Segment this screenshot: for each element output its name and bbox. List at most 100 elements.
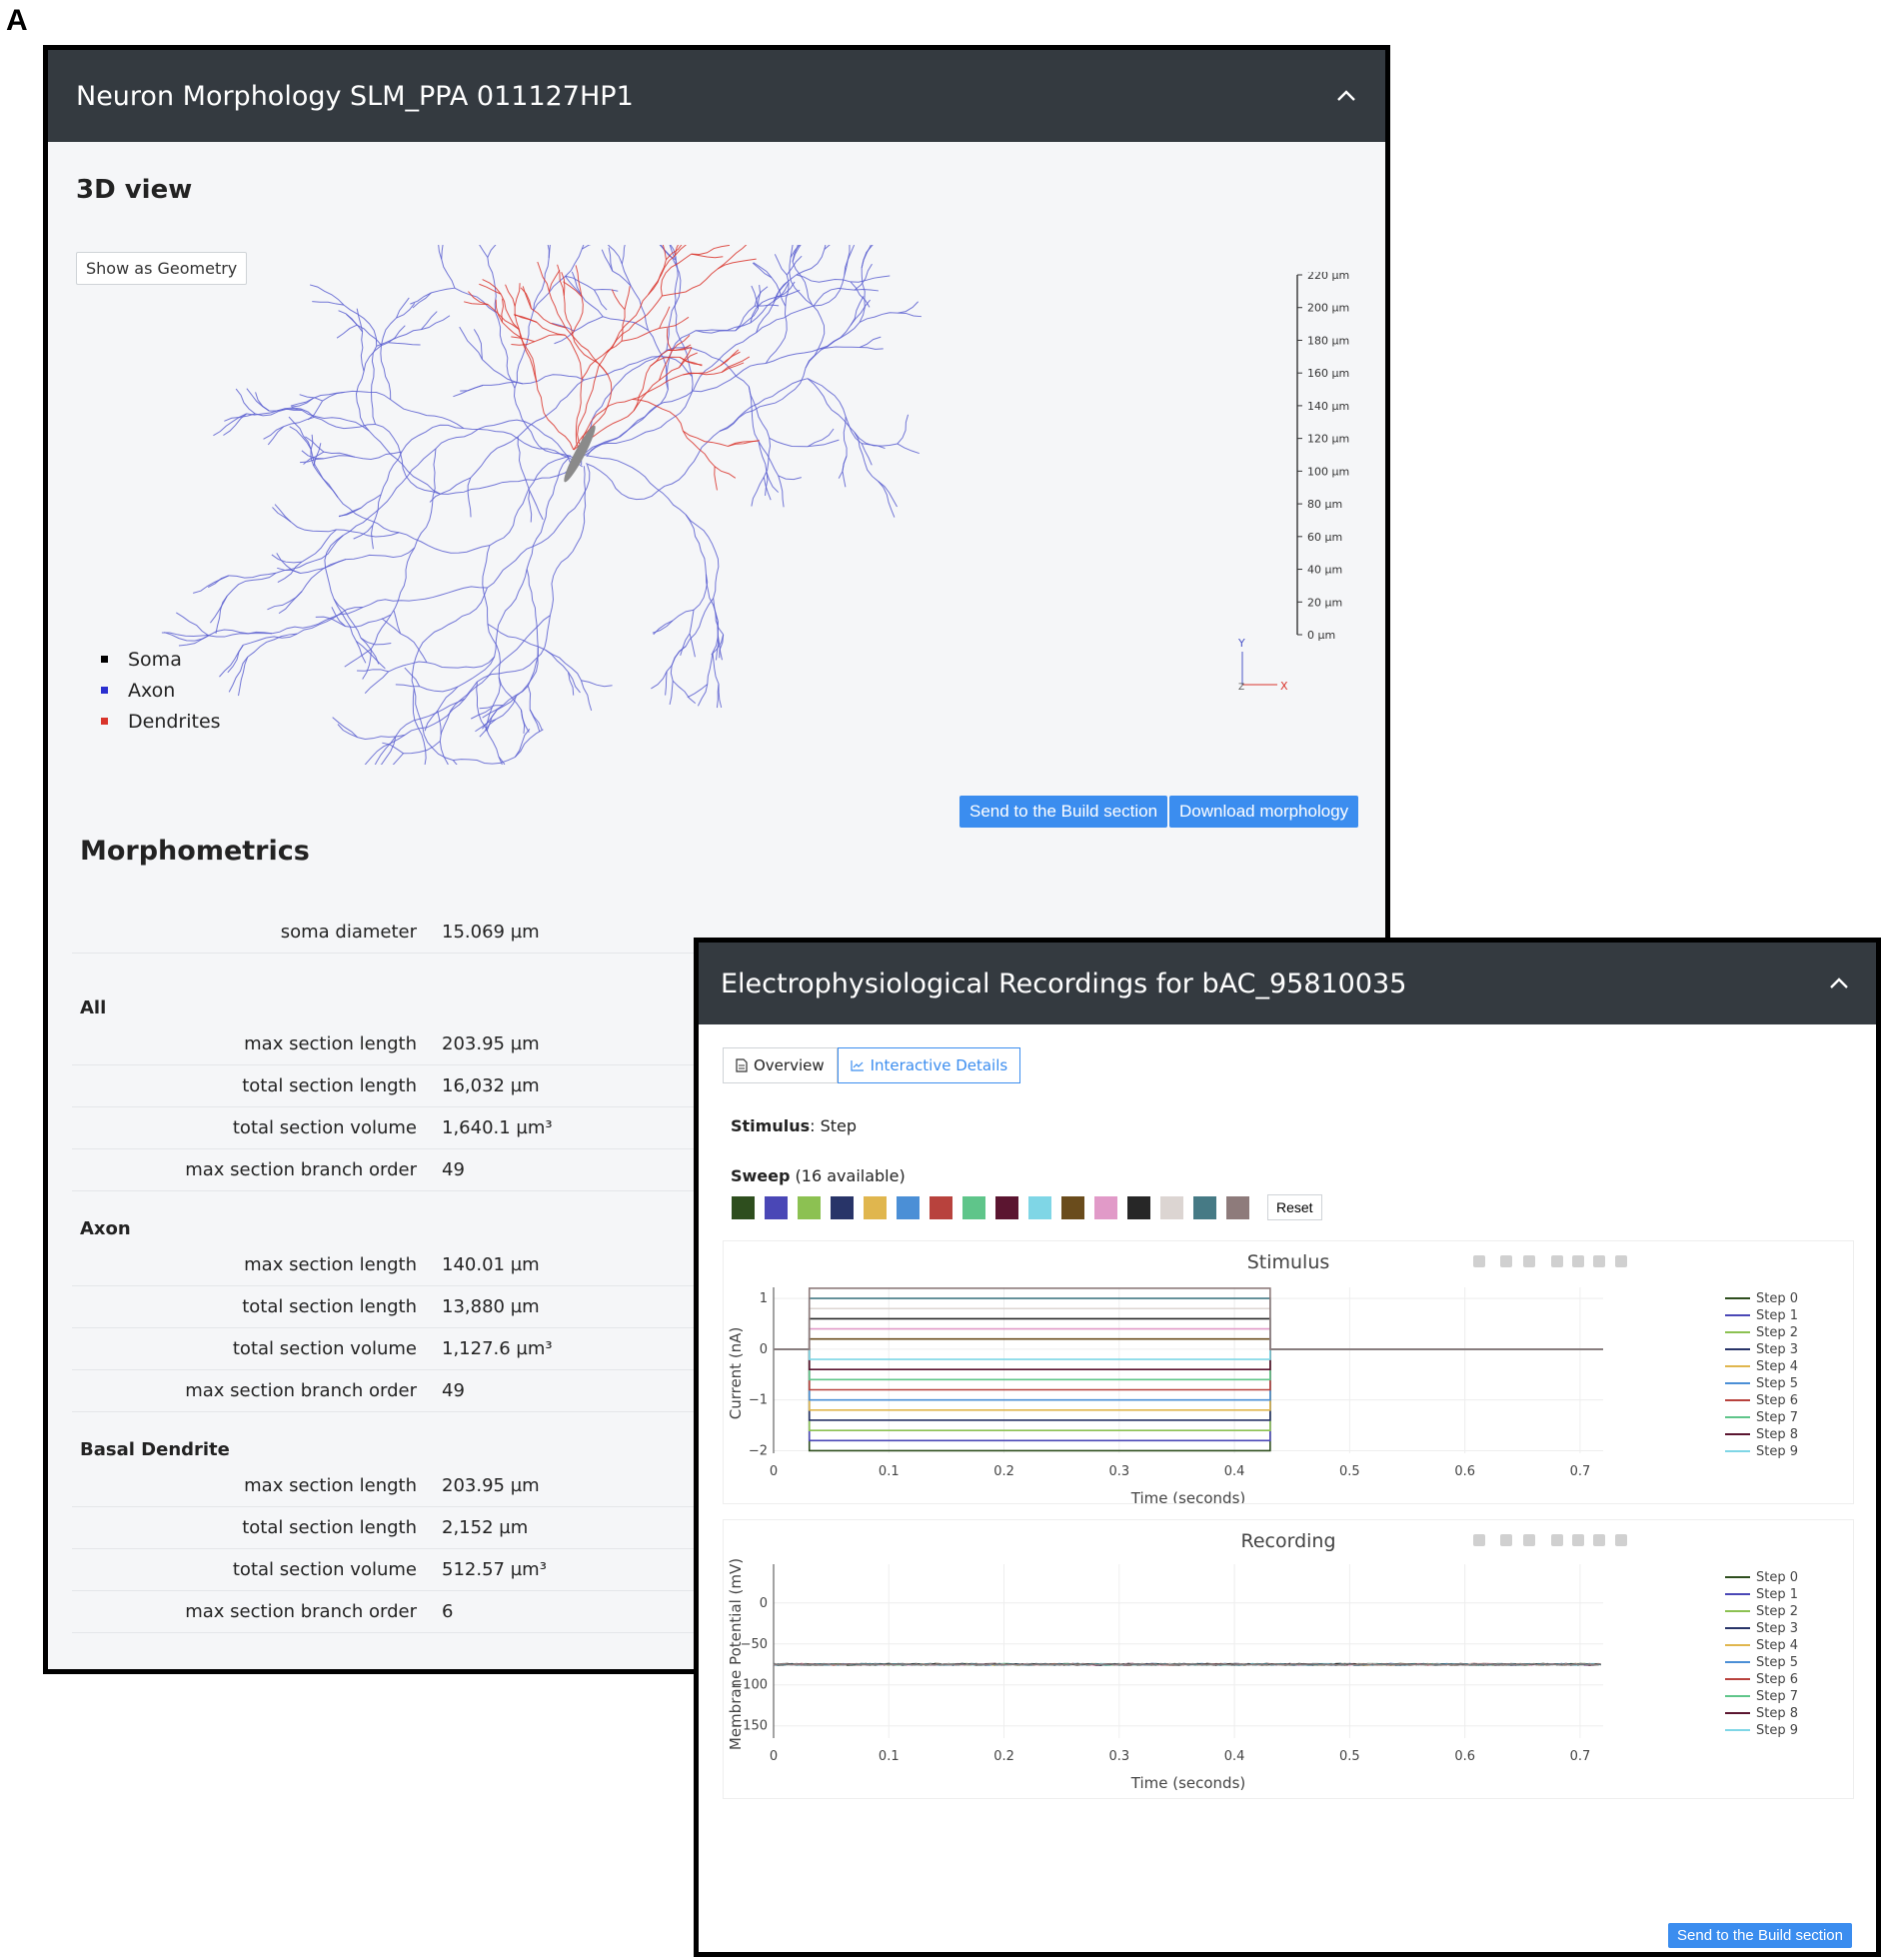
axon-branch bbox=[845, 416, 863, 444]
morphology-3d-view[interactable] bbox=[88, 245, 1097, 765]
legend-label[interactable]: Step 6 bbox=[1756, 1672, 1798, 1687]
axon-branch bbox=[580, 293, 604, 318]
legend-label[interactable]: Step 4 bbox=[1756, 1359, 1798, 1374]
sweep-swatch[interactable] bbox=[1160, 1195, 1183, 1219]
ephys-panel-header[interactable]: Electrophysiological Recordings for bAC_… bbox=[699, 943, 1876, 1024]
dendrite-branch bbox=[632, 374, 683, 400]
dendrite-branch bbox=[721, 356, 751, 373]
legend-label[interactable]: Step 6 bbox=[1756, 1393, 1798, 1408]
axon-branch bbox=[243, 633, 298, 646]
sweep-swatch[interactable] bbox=[864, 1195, 887, 1219]
chevron-up-icon[interactable] bbox=[1828, 973, 1850, 994]
axon-branch bbox=[498, 677, 522, 711]
legend-label[interactable]: Step 3 bbox=[1756, 1342, 1798, 1357]
metric-key: max section branch order bbox=[185, 1601, 417, 1622]
download-morphology-button[interactable]: Download morphology bbox=[1169, 796, 1359, 828]
axon-branch bbox=[565, 249, 583, 277]
autoscale-icon[interactable] bbox=[1593, 1534, 1605, 1546]
legend-label[interactable]: Step 5 bbox=[1756, 1655, 1798, 1670]
axon-branch bbox=[404, 667, 421, 687]
show-geometry-button[interactable]: Show as Geometry bbox=[76, 252, 248, 285]
tab-overview[interactable]: Overview bbox=[723, 1047, 838, 1083]
axon-branch bbox=[301, 559, 347, 592]
legend-label[interactable]: Step 9 bbox=[1756, 1444, 1798, 1459]
metric-key: soma diameter bbox=[280, 922, 417, 943]
home-icon[interactable] bbox=[1615, 1255, 1627, 1267]
plot-modebar[interactable] bbox=[1473, 1255, 1627, 1267]
axon-branch bbox=[878, 481, 898, 508]
x-tick-label: 0.6 bbox=[1454, 1464, 1475, 1479]
zoom-in-icon[interactable] bbox=[1551, 1255, 1563, 1267]
chevron-up-icon[interactable] bbox=[1335, 85, 1357, 107]
metric-key: max section branch order bbox=[185, 1380, 417, 1401]
sweep-swatch[interactable] bbox=[732, 1195, 755, 1219]
sweep-swatch[interactable] bbox=[1094, 1195, 1117, 1219]
legend-label[interactable]: Step 0 bbox=[1756, 1570, 1798, 1585]
legend-label[interactable]: Step 0 bbox=[1756, 1291, 1798, 1306]
axon-branch bbox=[529, 709, 543, 731]
scale-tick-label: 40 µm bbox=[1307, 564, 1342, 577]
sweep-swatch[interactable] bbox=[1193, 1195, 1216, 1219]
plot-modebar[interactable] bbox=[1473, 1534, 1627, 1546]
dendrite-branch bbox=[648, 259, 667, 296]
home-icon[interactable] bbox=[1615, 1534, 1627, 1546]
sweep-swatch[interactable] bbox=[962, 1195, 985, 1219]
scale-tick-label: 220 µm bbox=[1307, 272, 1349, 282]
dendrite-branch bbox=[482, 279, 502, 295]
axon-branch bbox=[660, 245, 677, 261]
legend-label[interactable]: Step 4 bbox=[1756, 1638, 1798, 1653]
sweep-swatch[interactable] bbox=[765, 1195, 788, 1219]
axon-branch bbox=[756, 305, 815, 334]
legend-label[interactable]: Step 1 bbox=[1756, 1587, 1798, 1602]
legend-label[interactable]: Step 5 bbox=[1756, 1376, 1798, 1391]
send-to-build-button[interactable]: Send to the Build section bbox=[1668, 1923, 1852, 1948]
camera-icon[interactable] bbox=[1473, 1255, 1485, 1267]
sweep-swatch[interactable] bbox=[897, 1195, 920, 1219]
axon-branch bbox=[792, 245, 799, 263]
legend-label[interactable]: Step 8 bbox=[1756, 1706, 1798, 1721]
sweep-swatch[interactable] bbox=[1028, 1195, 1051, 1219]
legend-label[interactable]: Step 2 bbox=[1756, 1604, 1798, 1619]
tab-label: Overview bbox=[754, 1056, 825, 1074]
camera-icon[interactable] bbox=[1473, 1534, 1485, 1546]
axon-branch bbox=[344, 390, 391, 401]
legend-label[interactable]: Step 9 bbox=[1756, 1723, 1798, 1738]
tab-interactive-details[interactable]: Interactive Details bbox=[837, 1047, 1021, 1083]
sweep-swatch[interactable] bbox=[1226, 1195, 1249, 1219]
axon-branch bbox=[360, 331, 365, 372]
zoom-out-icon[interactable] bbox=[1572, 1534, 1584, 1546]
legend-label[interactable]: Step 2 bbox=[1756, 1325, 1798, 1340]
zoom-out-icon[interactable] bbox=[1572, 1255, 1584, 1267]
legend-label[interactable]: Step 3 bbox=[1756, 1621, 1798, 1636]
axon-branch bbox=[568, 672, 575, 696]
legend-label[interactable]: Step 7 bbox=[1756, 1689, 1798, 1704]
sweep-swatch[interactable] bbox=[798, 1195, 821, 1219]
axon-branch bbox=[324, 535, 344, 600]
morphology-panel-header[interactable]: Neuron Morphology SLM_PPA 011127HP1 bbox=[48, 50, 1385, 142]
legend-label[interactable]: Step 7 bbox=[1756, 1410, 1798, 1425]
zoom-icon[interactable] bbox=[1500, 1534, 1512, 1546]
legend-label[interactable]: Step 8 bbox=[1756, 1427, 1798, 1442]
sweep-swatch[interactable] bbox=[831, 1195, 854, 1219]
zoom-in-icon[interactable] bbox=[1551, 1534, 1563, 1546]
sweep-swatch[interactable] bbox=[930, 1195, 952, 1219]
axon-branch bbox=[370, 614, 392, 650]
axon-branch bbox=[716, 636, 720, 661]
dendrite-branch bbox=[557, 264, 565, 296]
pan-icon[interactable] bbox=[1523, 1255, 1535, 1267]
axon-branch bbox=[751, 477, 765, 507]
zoom-icon[interactable] bbox=[1500, 1255, 1512, 1267]
pan-icon[interactable] bbox=[1523, 1534, 1535, 1546]
send-to-build-button[interactable]: Send to the Build section bbox=[959, 796, 1168, 828]
legend-label[interactable]: Step 1 bbox=[1756, 1308, 1798, 1323]
sweep-swatch[interactable] bbox=[1061, 1195, 1084, 1219]
reset-button[interactable]: Reset bbox=[1267, 1194, 1322, 1220]
sweep-swatch[interactable] bbox=[1127, 1195, 1150, 1219]
axon-branch bbox=[464, 615, 551, 700]
autoscale-icon[interactable] bbox=[1593, 1255, 1605, 1267]
sweep-swatch[interactable] bbox=[995, 1195, 1018, 1219]
